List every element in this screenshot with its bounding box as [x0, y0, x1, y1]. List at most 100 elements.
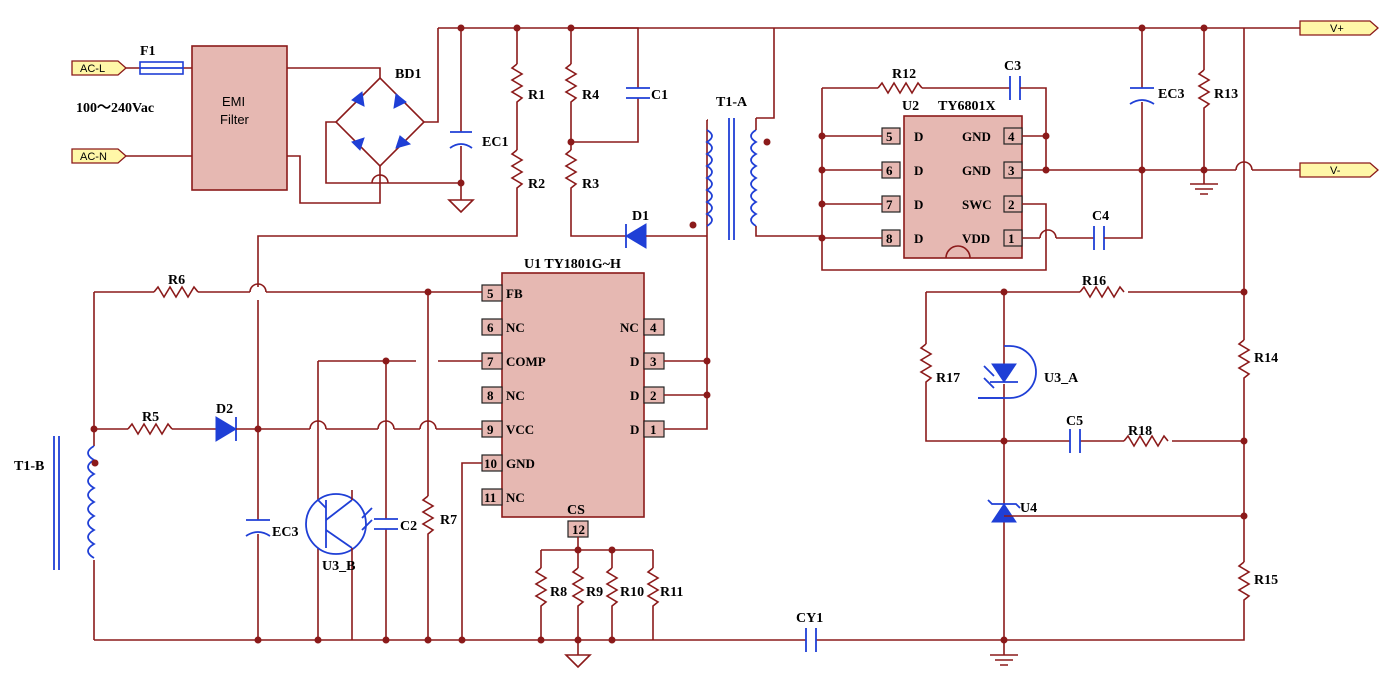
label-r16: R16 [1082, 274, 1106, 289]
u1-pin7-name: COMP [506, 354, 546, 369]
u1-pin4-name: NC [620, 320, 639, 335]
label-u4: U4 [1020, 501, 1037, 516]
u2-pin7-num: 7 [886, 197, 893, 212]
u1-pin8-name: NC [506, 388, 525, 403]
u2-pin2-name: SWC [962, 197, 992, 212]
label-r1: R1 [528, 88, 545, 103]
u1-pin9-num: 9 [487, 422, 494, 437]
u1-pin5-num: 5 [487, 286, 494, 301]
diode-d1 [625, 223, 647, 249]
u1-pin10-name: GND [506, 456, 535, 471]
port-acn [71, 148, 127, 164]
port-acl [71, 60, 127, 76]
bridge-bd1 [325, 28, 460, 184]
label-r15: R15 [1254, 573, 1278, 588]
u1-pin11-name: NC [506, 490, 525, 505]
label-c3: C3 [1004, 59, 1021, 74]
u2-pin6-name: D [914, 163, 923, 178]
label-c4: C4 [1092, 209, 1109, 224]
u1-pin5-name: FB [506, 286, 523, 301]
input-range-label: 100～240Vac [76, 101, 154, 116]
label-r9: R9 [586, 585, 603, 600]
transformer-t1a: T1-A [705, 28, 822, 240]
label-r3: R3 [582, 177, 599, 192]
label-c2: C2 [400, 519, 417, 534]
u1-pin9-name: VCC [506, 422, 534, 437]
input-section: AC-L AC-N 100～240Vac F1 EMI Filter [71, 24, 774, 287]
label-r10: R10 [620, 585, 644, 600]
u1-pin8-num: 8 [487, 388, 494, 403]
u2-pin1-name: VDD [962, 231, 990, 246]
ic-u1: U1 TY1801G~H 5 FB 6 NC 7 COMP 8 NC 9 VCC… [481, 257, 665, 538]
label-r6: R6 [168, 273, 185, 288]
label-r2: R2 [528, 177, 545, 192]
u2-pin8-num: 8 [886, 231, 893, 246]
u2-pin8-name: D [914, 231, 923, 246]
label-r14: R14 [1254, 351, 1278, 366]
u1-pin3-name: D [630, 354, 639, 369]
label-c5: C5 [1066, 414, 1083, 429]
u2-pin2-num: 2 [1008, 197, 1015, 212]
label-c1: C1 [651, 88, 668, 103]
label-f1: F1 [140, 44, 156, 59]
u1-title: U1 TY1801G~H [524, 257, 621, 272]
u2-pin7-name: D [914, 197, 923, 212]
port-vminus-label: V- [1330, 165, 1341, 177]
port-acl-label: AC-L [80, 63, 105, 75]
output-section: EC3 R13 V+ V- R14 R15 R16 R17 [774, 20, 1379, 666]
label-u3a: U3_A [1044, 371, 1079, 386]
u1-pin2-num: 2 [650, 388, 657, 403]
u2-part: TY6801X [938, 99, 996, 114]
label-t1a: T1-A [716, 95, 748, 110]
label-r13: R13 [1214, 87, 1238, 102]
u1-pin1-name: D [630, 422, 639, 437]
u2-pin4-name: GND [962, 129, 991, 144]
label-d1: D1 [632, 209, 649, 224]
u2-pin6-num: 6 [886, 163, 893, 178]
port-vplus-label: V+ [1330, 23, 1344, 35]
u1-wiring: R6 R8 R9 R10 R11 [94, 236, 711, 669]
label-cy1: CY1 [796, 611, 823, 626]
label-bd1: BD1 [395, 67, 421, 82]
emi-filter [191, 45, 288, 191]
label-r7: R7 [440, 513, 457, 528]
label-r5: R5 [142, 410, 159, 425]
ic-u2: U2 TY6801X 5 D 6 D 7 D 8 D 4 GND 3 GND 2… [881, 99, 1023, 259]
port-acn-label: AC-N [80, 151, 107, 163]
u1-pin12-num: 12 [572, 522, 585, 537]
u1-pin7-num: 7 [487, 354, 494, 369]
label-ec3-top: EC3 [1158, 87, 1184, 102]
u1-pin6-num: 6 [487, 320, 494, 335]
port-vplus [1299, 20, 1379, 36]
u1-pin6-name: NC [506, 320, 525, 335]
u1-pin1-num: 1 [650, 422, 657, 437]
label-r4: R4 [582, 88, 599, 103]
label-r18: R18 [1128, 424, 1152, 439]
u1-pin11-num: 11 [484, 490, 496, 505]
emi-label-2: Filter [220, 112, 250, 127]
u2-pin5-name: D [914, 129, 923, 144]
label-r17: R17 [936, 371, 960, 386]
label-u3b: U3_B [322, 559, 355, 574]
u2-ref: U2 [902, 99, 919, 114]
label-r12: R12 [892, 67, 916, 82]
u2-pin5-num: 5 [886, 129, 893, 144]
u2-pin4-num: 4 [1008, 129, 1015, 144]
u2-pin3-num: 3 [1008, 163, 1015, 178]
u2-pin1-num: 1 [1008, 231, 1015, 246]
diode-d2 [215, 416, 237, 442]
u1-pin4-num: 4 [650, 320, 657, 335]
aux-section: T1-B R5 D2 EC3 U3_B [14, 292, 1004, 652]
u1-pin10-num: 10 [484, 456, 497, 471]
u1-pin3-num: 3 [650, 354, 657, 369]
label-d2: D2 [216, 402, 233, 417]
label-ec1: EC1 [482, 135, 508, 150]
emi-label-1: EMI [222, 94, 245, 109]
label-cs: CS [567, 503, 585, 518]
u1-pin2-name: D [630, 388, 639, 403]
label-r11: R11 [660, 585, 683, 600]
u2-pin3-name: GND [962, 163, 991, 178]
u2-wiring: R12 C3 C4 [818, 59, 1300, 271]
port-vminus [1299, 162, 1379, 178]
